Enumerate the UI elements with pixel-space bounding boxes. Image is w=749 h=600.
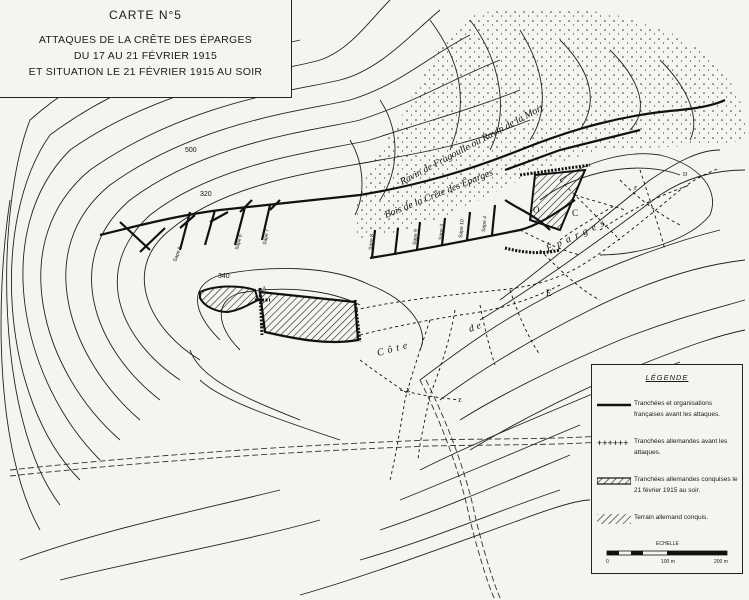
cross-line-icon: ++++++ (597, 438, 629, 448)
scale-bar: ECHELLE 0 100 m 200 m (606, 541, 732, 567)
conquered-terrain-main (258, 290, 360, 344)
label-letter-f: F (634, 186, 638, 192)
label-letter-c: C (572, 208, 578, 218)
label-sape6: Sape 6 (234, 233, 244, 250)
map-title-line1: ATTAQUES DE LA CRÊTE DES ÉPARGES (38, 34, 253, 46)
map-title-line2: DU 17 AU 21 FÉVRIER 1915 (73, 50, 218, 62)
label-letter-b: B (260, 324, 264, 330)
legend-text: Tranchées allemandes conquises le 21 fév… (634, 476, 738, 494)
legend-title: LÉGENDE (645, 373, 689, 382)
label-letter-o: O (533, 205, 540, 215)
map-title-box: CARTE N°5 ATTAQUES DE LA CRÊTE DES ÉPARG… (0, 0, 292, 98)
label-sape8: Sape 8 (368, 234, 375, 251)
svg-text:++++++: ++++++ (597, 438, 629, 448)
label-sape3: Sape 3 (438, 224, 445, 241)
scale-title: ECHELLE (656, 541, 679, 547)
label-sape10: Sape 10 (458, 219, 466, 238)
solid-line-icon (597, 403, 631, 407)
legend-text: Terrain allemand conquis. (634, 514, 709, 521)
scale-tick-200: 200 m (714, 559, 728, 565)
conquered-trenches (255, 163, 591, 343)
legend: LÉGENDE Tranchées et organisations franç… (591, 364, 743, 574)
hatched-area-icon (597, 514, 631, 524)
label-letter-z: Z (458, 398, 462, 404)
label-cote: Côte (376, 339, 413, 359)
label-letter-e: E (546, 288, 552, 298)
legend-text: Tranchées allemandes avant les attaques. (634, 438, 728, 456)
hatched-line-icon (597, 477, 631, 485)
scale-tick-0: 0 (606, 559, 609, 565)
legend-item-conquered-terrain: Terrain allemand conquis. (592, 510, 742, 548)
legend-item-conquered-trenches: Tranchées allemandes conquises le 21 fév… (592, 472, 742, 510)
label-de: de (467, 319, 485, 335)
label-letter-x: X (406, 388, 411, 394)
conquered-terrain-east (528, 168, 587, 232)
map-title-line3: ET SITUATION LE 21 FÉVRIER 1915 AU SOIR (28, 66, 263, 78)
woods-area (355, 8, 745, 238)
label-sape9: Sape 9 (412, 229, 419, 246)
label-340: 340 (218, 273, 230, 280)
scale-bar-graphic (606, 550, 728, 556)
label-500: 500 (185, 147, 197, 154)
label-sape7: Sape 7 (262, 228, 271, 245)
legend-text: Tranchées et organisations françaises av… (634, 400, 720, 418)
conquered-terrain-west (199, 285, 260, 314)
map-card-number: CARTE N°5 (109, 8, 182, 22)
legend-item-french-trenches: Tranchées et organisations françaises av… (592, 396, 742, 434)
label-letter-d: D (683, 172, 688, 178)
label-320: 320 (200, 191, 212, 198)
scale-tick-100: 100 m (661, 559, 675, 565)
label-letter-a: A (262, 286, 267, 292)
label-sape4: Sape 4 (481, 216, 488, 233)
legend-item-german-trenches: ++++++ Tranchées allemandes avant les at… (592, 434, 742, 472)
label-sape5: Sape 5 (172, 246, 183, 263)
